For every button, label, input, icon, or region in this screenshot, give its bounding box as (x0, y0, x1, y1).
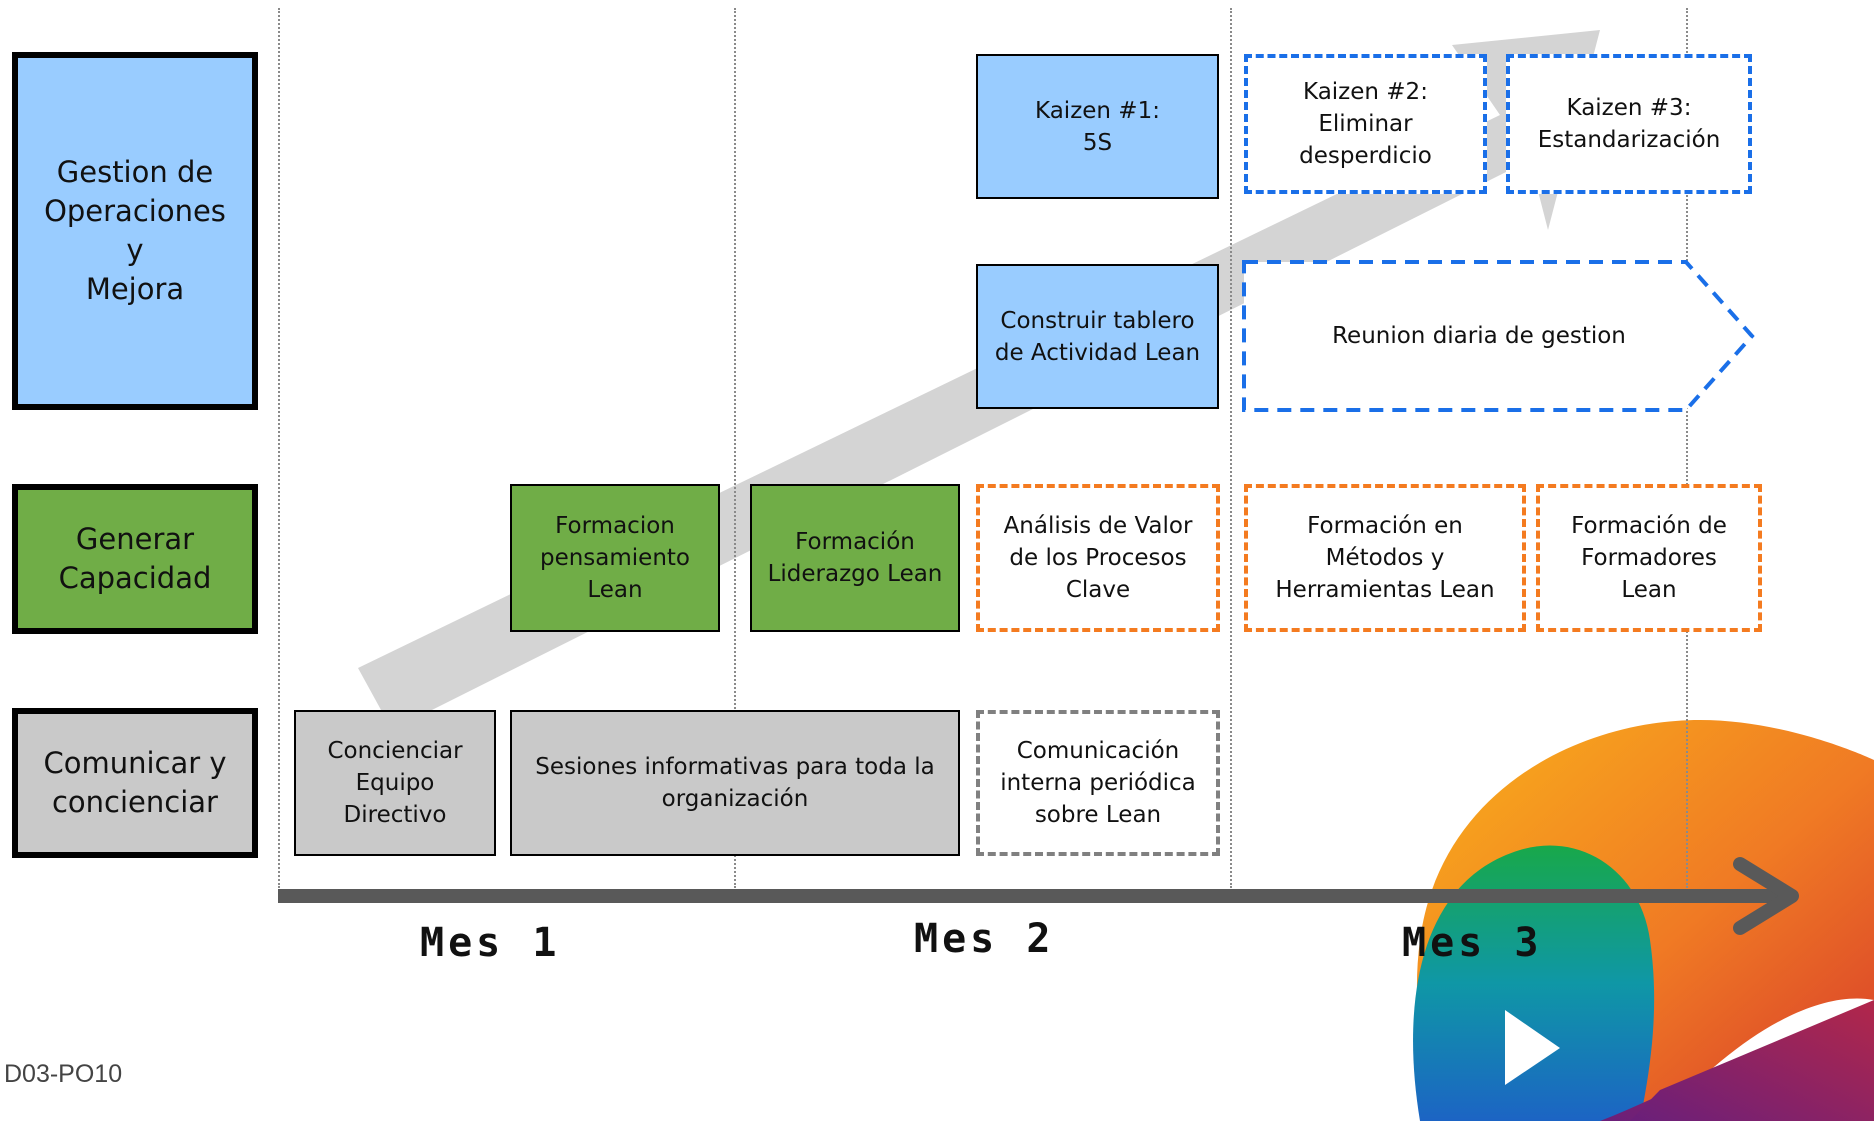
task-kaizen-3: Kaizen #3: Estandarización (1506, 54, 1752, 194)
month-label-1: Mes 1 (420, 920, 561, 966)
task-concienciar-equipo: Concienciar Equipo Directivo (294, 710, 496, 856)
task-formacion-liderazgo: Formación Liderazgo Lean (750, 484, 960, 632)
month-divider (278, 8, 280, 888)
month-divider (1686, 8, 1688, 888)
task-formacion-metodos: Formación en Métodos y Herramientas Lean (1244, 484, 1526, 632)
task-reunion-diaria-shape (1242, 260, 1755, 412)
month-divider (1230, 8, 1232, 888)
document-code: D03-PO10 (4, 1060, 123, 1088)
task-construir-tablero: Construir tablero de Actividad Lean (976, 264, 1219, 409)
task-comunicacion-interna: Comunicación interna periódica sobre Lea… (976, 710, 1220, 856)
task-formacion-formadores: Formación de Formadores Lean (1536, 484, 1762, 632)
task-kaizen-1: Kaizen #1: 5S (976, 54, 1219, 199)
month-divider (734, 8, 736, 888)
row-label-capacidad: Generar Capacidad (12, 484, 258, 634)
brand-logo (1413, 720, 1874, 1121)
task-analisis-valor: Análisis de Valor de los Procesos Clave (976, 484, 1220, 632)
task-formacion-pensamiento: Formacion pensamiento Lean (510, 484, 720, 632)
month-label-2: Mes 2 (914, 916, 1055, 962)
row-label-comunicar: Comunicar y concienciar (12, 708, 258, 858)
month-label-3: Mes 3 (1402, 920, 1543, 966)
task-kaizen-2: Kaizen #2: Eliminar desperdicio (1244, 54, 1487, 194)
timeline-arrow (278, 857, 1799, 935)
task-reunion-diaria: Reunion diaria de gestion (1332, 323, 1626, 349)
task-sesiones-informativas: Sesiones informativas para toda la organ… (510, 710, 960, 856)
row-label-gestion: Gestion de Operaciones y Mejora (12, 52, 258, 410)
